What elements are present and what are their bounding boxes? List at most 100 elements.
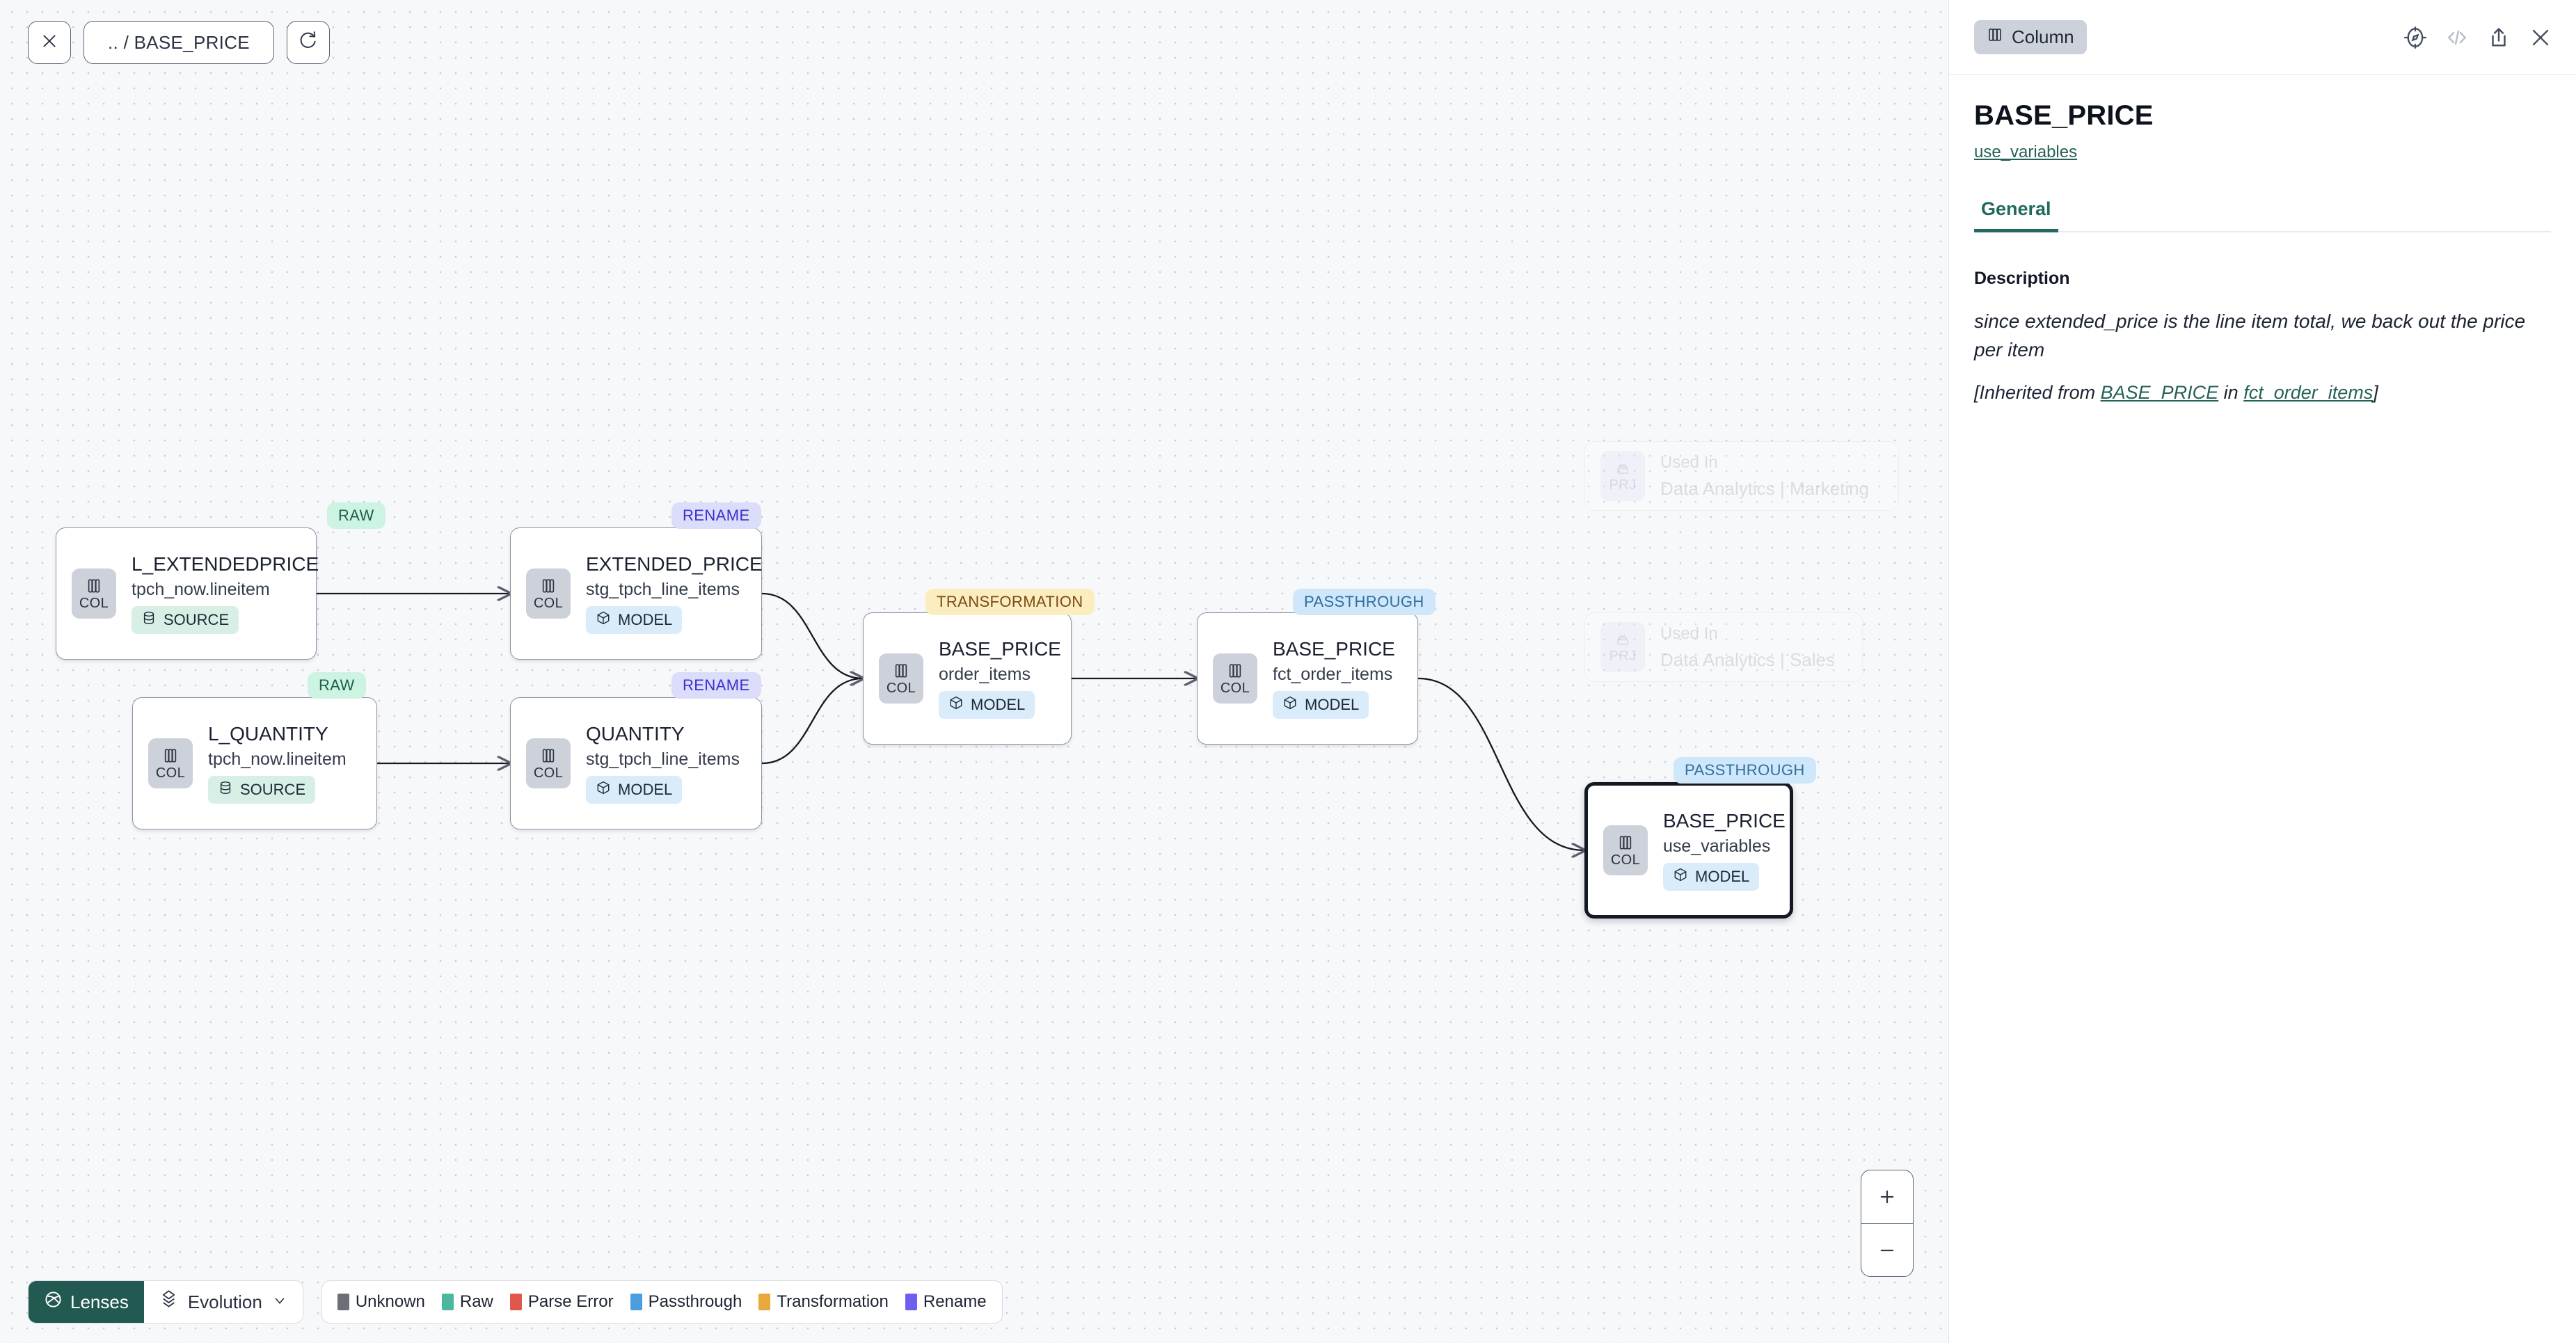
used-in-label: Used In [1660, 452, 1718, 472]
node-subtitle: fct_order_items [1273, 664, 1393, 684]
materialization-badge: SOURCE [208, 776, 316, 804]
inherited-middle: in [2218, 382, 2244, 404]
legend-swatch [509, 1294, 522, 1310]
explore-icon[interactable] [2403, 26, 2427, 49]
code-icon[interactable] [2445, 26, 2469, 49]
legend-item: Parse Error [509, 1292, 614, 1312]
cube-icon [1282, 695, 1298, 715]
node-title: BASE_PRICE [1663, 809, 1786, 832]
materialization-label: MODEL [971, 696, 1026, 714]
database-icon [141, 610, 157, 630]
breadcrumb[interactable]: .. / BASE_PRICE [84, 21, 274, 64]
canvas-top-toolbar: .. / BASE_PRICE [28, 21, 330, 64]
materialization-label: SOURCE [164, 611, 230, 629]
materialization-badge: MODEL [586, 776, 683, 804]
column-icon: COL [526, 569, 571, 619]
cube-icon [1673, 867, 1688, 887]
legend-swatch [630, 1294, 642, 1310]
details-panel-body: BASE_PRICE use_variables General Descrip… [1949, 75, 2576, 1343]
node-title: BASE_PRICE [1273, 637, 1395, 660]
database-icon [218, 780, 233, 800]
lenses-label: Lenses [70, 1291, 129, 1312]
legend-item: Transformation [758, 1292, 889, 1312]
ghost-kind-label: PRJ [1609, 477, 1637, 493]
column-icon: COL [526, 738, 571, 788]
parent-model-link[interactable]: use_variables [1974, 143, 2078, 161]
column-icon: COL [1603, 825, 1648, 875]
legend-item: Passthrough [630, 1292, 742, 1312]
column-icon: COL [879, 653, 923, 704]
used-in-project: Data Analytics | Marketing [1660, 477, 1870, 499]
entity-type-chip: Column [1974, 20, 2087, 54]
lens-tag-raw: RAW [327, 502, 385, 529]
node-kind-label: COL [79, 596, 109, 611]
description-heading: Description [1974, 269, 2070, 288]
node-kind-label: COL [155, 765, 186, 781]
materialization-label: MODEL [1305, 696, 1360, 714]
materialization-badge: MODEL [586, 606, 683, 635]
legend-item: Rename [905, 1292, 987, 1312]
legend-swatch [337, 1294, 349, 1310]
description-text: since extended_price is the line item to… [1974, 310, 2526, 361]
legend-label: Rename [923, 1292, 987, 1311]
page-title: BASE_PRICE [1974, 100, 2154, 131]
column-icon: COL [1213, 653, 1257, 704]
lineage-canvas[interactable]: .. / BASE_PRICE PRJ Used In Data Analytics… [0, 0, 1948, 1343]
ghost-kind-label: PRJ [1609, 649, 1637, 664]
materialization-badge: MODEL [1273, 691, 1369, 720]
evolution-dropdown[interactable]: Evolution [143, 1281, 303, 1323]
legend-label: Unknown [355, 1292, 425, 1311]
refresh-icon [299, 31, 317, 54]
entity-type-label: Column [2012, 26, 2074, 47]
close-icon[interactable] [2529, 26, 2552, 49]
node-subtitle: order_items [939, 664, 1031, 684]
details-panel: Column [1948, 0, 2576, 1343]
node-kind-label: COL [886, 681, 916, 696]
lens-tag-rename: RENAME [671, 672, 761, 699]
node-title: QUANTITY [586, 722, 685, 745]
close-graph-button[interactable] [28, 21, 71, 64]
used-in-node[interactable]: PRJ Used In Data Analytics | Marketing [1584, 441, 1899, 511]
details-panel-header: Column [1949, 0, 2576, 75]
legend-item: Unknown [337, 1292, 425, 1312]
inherited-column-link[interactable]: BASE_PRICE [2100, 382, 2219, 404]
lens-tag-transformation: TRANSFORMATION [925, 589, 1095, 615]
node-title: L_QUANTITY [208, 722, 328, 745]
node-kind-label: COL [533, 765, 564, 781]
legend-label: Passthrough [648, 1292, 742, 1311]
zoom-out-button[interactable] [1861, 1223, 1913, 1276]
node-title: EXTENDED_PRICE [586, 553, 763, 575]
cube-icon [596, 610, 611, 630]
evolution-label: Evolution [187, 1291, 262, 1312]
node-subtitle: stg_tpch_line_items [586, 579, 740, 599]
lens-legend: Unknown Raw Parse Error Passthrough Transfor… [321, 1280, 1003, 1324]
lens-tag-rename: RENAME [671, 502, 761, 529]
legend-swatch [905, 1294, 917, 1310]
node-title: BASE_PRICE [939, 637, 1061, 660]
tab-general[interactable]: General [1974, 198, 2058, 232]
legend-item: Raw [441, 1292, 493, 1312]
node-subtitle: tpch_now.lineitem [132, 579, 270, 599]
materialization-label: MODEL [618, 781, 673, 799]
node-subtitle: tpch_now.lineitem [208, 749, 347, 769]
lenses-button[interactable]: Lenses [29, 1281, 144, 1323]
share-icon[interactable] [2487, 26, 2511, 49]
lens-tag-passthrough: PASSTHROUGH [1673, 757, 1816, 784]
legend-swatch [441, 1294, 454, 1310]
node-kind-label: COL [1220, 681, 1250, 696]
used-in-label: Used In [1660, 623, 1718, 643]
project-icon: PRJ [1600, 622, 1645, 672]
zoom-in-button[interactable] [1861, 1170, 1913, 1223]
inherited-model-link[interactable]: fct_order_items [2243, 382, 2374, 404]
column-icon: COL [72, 569, 116, 619]
lens-icon [44, 1290, 63, 1314]
refresh-button[interactable] [286, 21, 330, 64]
